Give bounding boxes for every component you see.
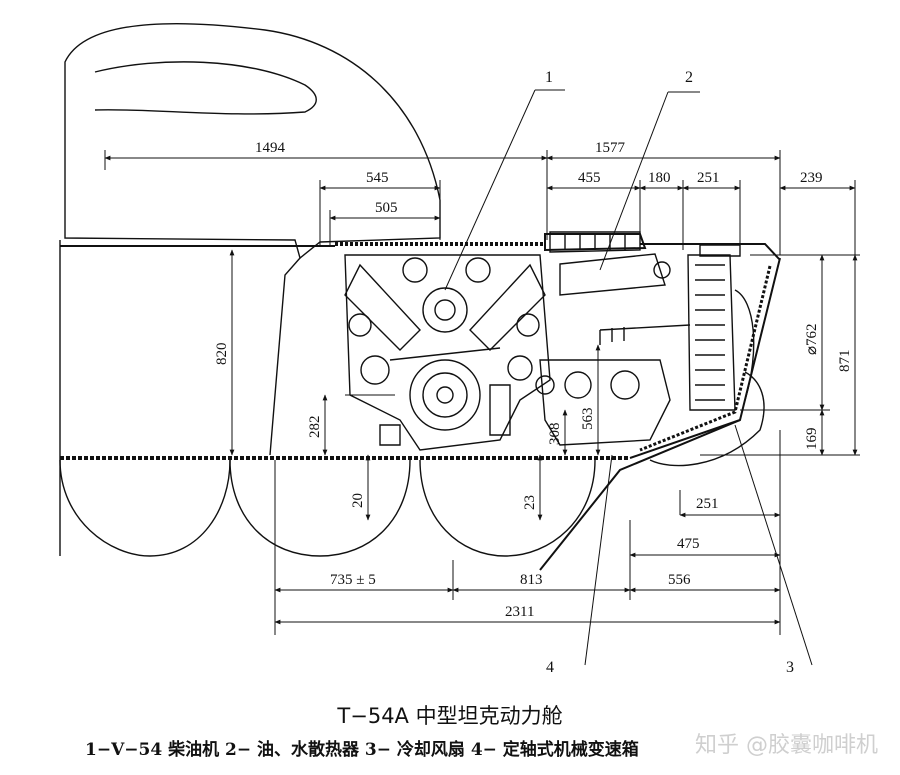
callout-1: 1: [545, 69, 553, 86]
cooling-fan: [687, 244, 755, 411]
dim-735: 735 ± 5: [330, 572, 376, 588]
dim-762: ⌀762: [804, 323, 820, 355]
dim-23: 23: [522, 495, 538, 510]
dim-251-bottom: 251: [696, 496, 719, 512]
dim-251-top: 251: [697, 170, 720, 186]
dim-545: 545: [366, 170, 389, 186]
dim-1577: 1577: [595, 140, 626, 156]
dim-475: 475: [677, 536, 700, 552]
dim-282: 282: [307, 416, 323, 439]
dim-455: 455: [578, 170, 601, 186]
figure-title: T−54A 中型坦克动力舱: [337, 704, 563, 728]
watermark: 知乎 @胶囊咖啡机: [695, 733, 878, 758]
road-wheels: [59, 371, 765, 557]
power-compartment-drawing: 1494 1577 545 505 455 180 251 239 251 47…: [59, 22, 860, 676]
dim-871: 871: [837, 350, 853, 373]
figure-legend: 1−V−54 柴油机 2− 油、水散热器 3− 冷却风扇 4− 定轴式机械变速箱: [85, 740, 639, 760]
dim-820: 820: [214, 343, 230, 366]
dim-505: 505: [375, 200, 398, 216]
gearbox: [539, 324, 691, 446]
turret-outline: [64, 22, 441, 260]
dim-556: 556: [668, 572, 691, 588]
rear-hull-slope: [539, 257, 781, 571]
callout-3: 3: [786, 659, 794, 676]
dim-1494: 1494: [255, 140, 286, 156]
callout-2: 2: [685, 69, 693, 86]
dim-20: 20: [350, 493, 366, 508]
v54-engine: [344, 254, 555, 451]
dim-308: 308: [547, 423, 563, 446]
dim-2311: 2311: [505, 604, 534, 620]
dim-239: 239: [800, 170, 823, 186]
callout-4: 4: [546, 659, 554, 676]
dim-169: 169: [804, 428, 820, 451]
dim-563: 563: [580, 408, 596, 431]
oil-water-radiator: [549, 231, 671, 296]
dim-180: 180: [648, 170, 671, 186]
dim-813: 813: [520, 572, 543, 588]
